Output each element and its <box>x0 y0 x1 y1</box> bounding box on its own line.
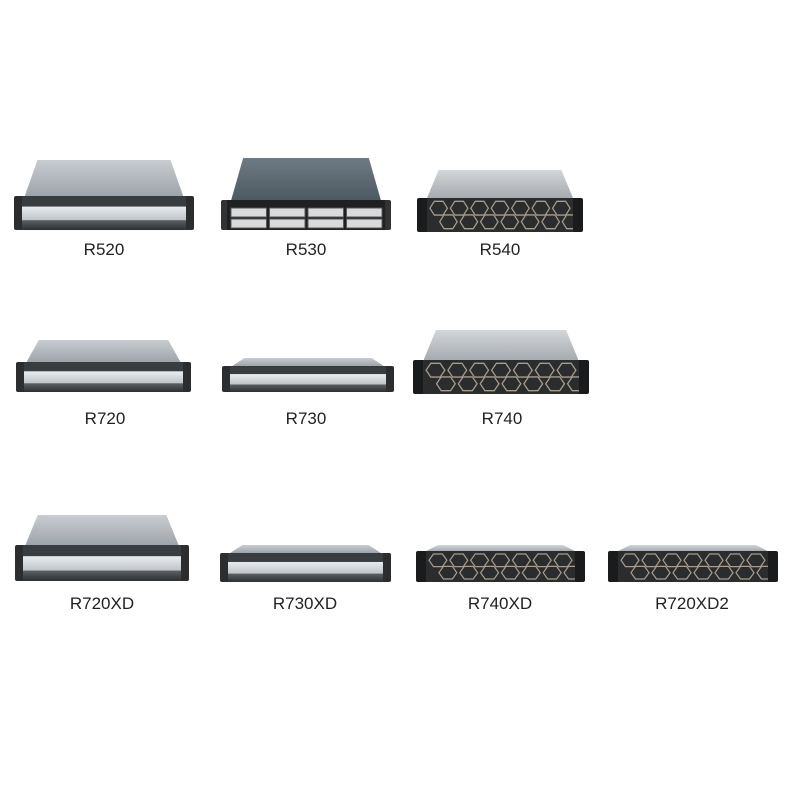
server-image-r720[interactable] <box>16 340 191 392</box>
product-label-r740[interactable]: R740 <box>481 409 523 428</box>
server-image-r740[interactable] <box>413 330 589 394</box>
server-image-r730[interactable] <box>222 358 394 392</box>
server-image-r740xd[interactable] <box>416 545 585 582</box>
hex-bezel-icon <box>429 200 573 230</box>
product-label-r540[interactable]: R540 <box>479 240 521 259</box>
product-label-r720xd2[interactable]: R720XD2 <box>655 594 729 613</box>
hex-bezel-icon <box>620 553 768 580</box>
server-image-r540[interactable] <box>417 170 583 232</box>
product-label-r740xd[interactable]: R740XD <box>467 594 533 613</box>
server-image-r520[interactable] <box>14 160 194 230</box>
hex-bezel-icon <box>425 362 579 392</box>
product-label-r730[interactable]: R730 <box>285 409 327 428</box>
hex-bezel-icon <box>428 553 575 580</box>
server-image-r530[interactable] <box>221 158 391 230</box>
product-label-r520[interactable]: R520 <box>83 240 125 259</box>
product-label-r720xd[interactable]: R720XD <box>69 594 135 613</box>
drive-bays-icon <box>230 207 383 229</box>
product-label-r530[interactable]: R530 <box>285 240 327 259</box>
server-image-r720xd[interactable] <box>15 515 189 581</box>
product-label-r720[interactable]: R720 <box>84 409 126 428</box>
server-image-r720xd2[interactable] <box>608 545 778 582</box>
server-image-r730xd[interactable] <box>220 545 391 582</box>
product-label-r730xd[interactable]: R730XD <box>272 594 338 613</box>
